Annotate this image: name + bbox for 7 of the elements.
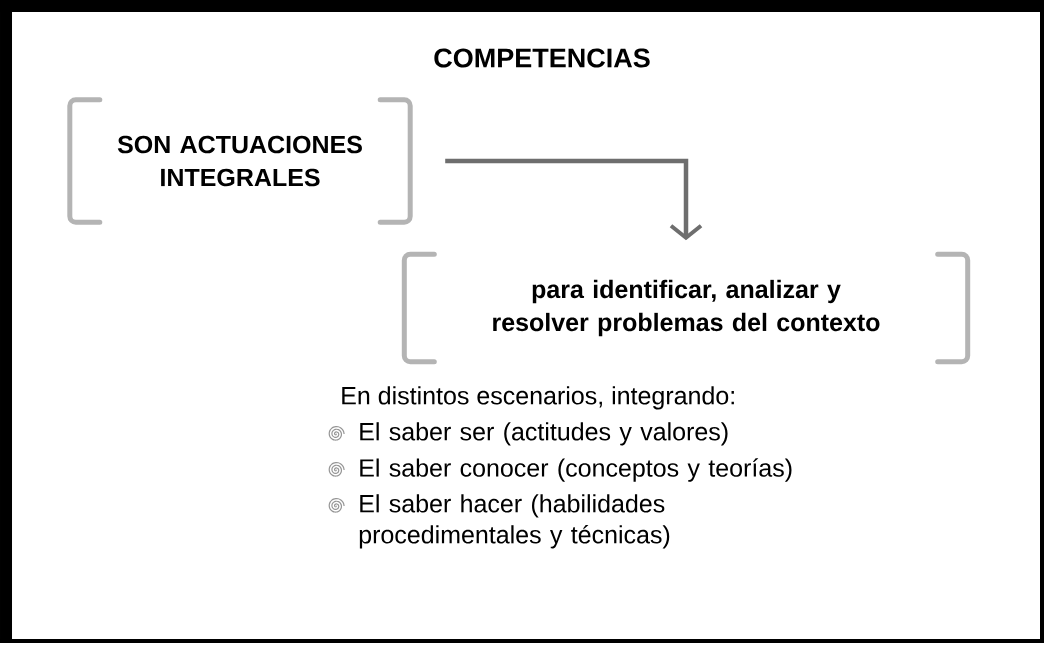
bullet-item: El saber conocer (conceptos y teorías): [360, 458, 792, 482]
bracket-box: SON ACTUACIONES INTEGRALES: [67, 97, 413, 225]
arrow: [445, 158, 703, 241]
bracket-box: para identificar, analizar y resolver problemas del contexto: [401, 251, 971, 365]
title: COMPETENCIAS: [434, 48, 650, 68]
bullet-item: El saber ser (actitudes y valores): [360, 422, 728, 446]
bullet-item: El saber hacer (habilidades procedimentales y técnicas): [359, 494, 670, 549]
